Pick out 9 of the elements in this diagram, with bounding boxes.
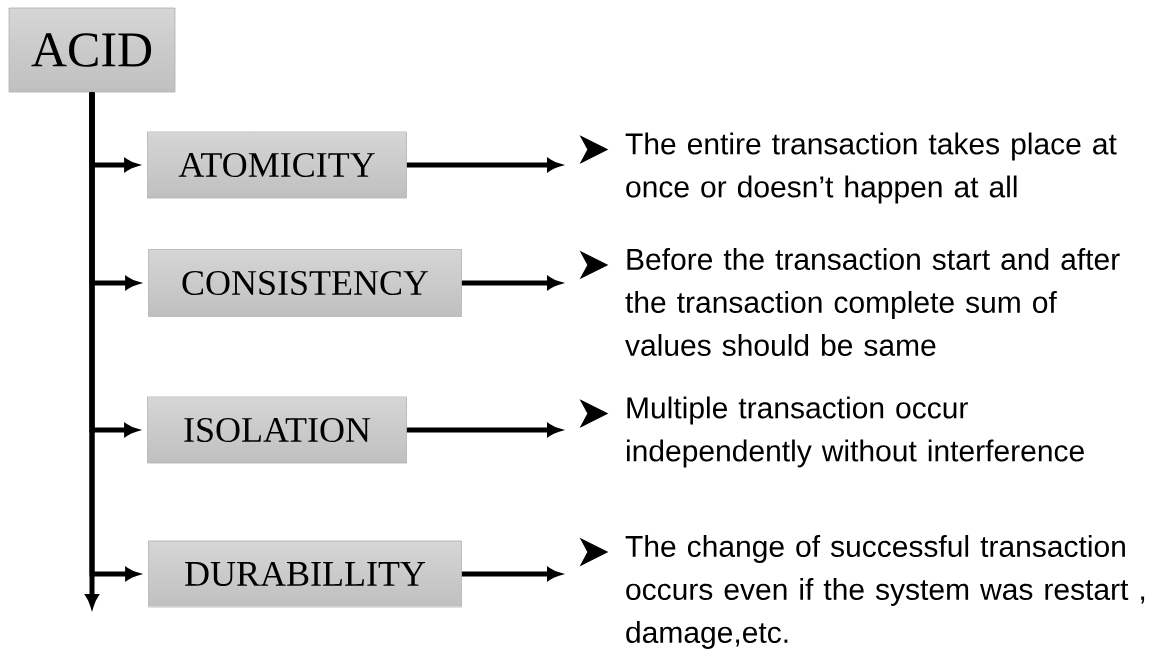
property-box: ISOLATION: [147, 396, 407, 464]
property-box: ATOMICITY: [147, 131, 407, 199]
property-box: DURABILLITY: [148, 540, 462, 608]
property-box: CONSISTENCY: [148, 249, 462, 317]
description-text: Before the transaction start and after the transaction complete sum of values should be same: [625, 248, 1120, 356]
description-text: Multiple transaction occur independently without interference: [627, 396, 1084, 468]
description-text: The change of successful transaction occurs even if the system was restart , damage,etc.: [625, 535, 1145, 649]
description-text: The entire transaction takes place at once or doesn’t happen at all: [625, 132, 1117, 204]
title-box: ACID: [8, 7, 176, 93]
